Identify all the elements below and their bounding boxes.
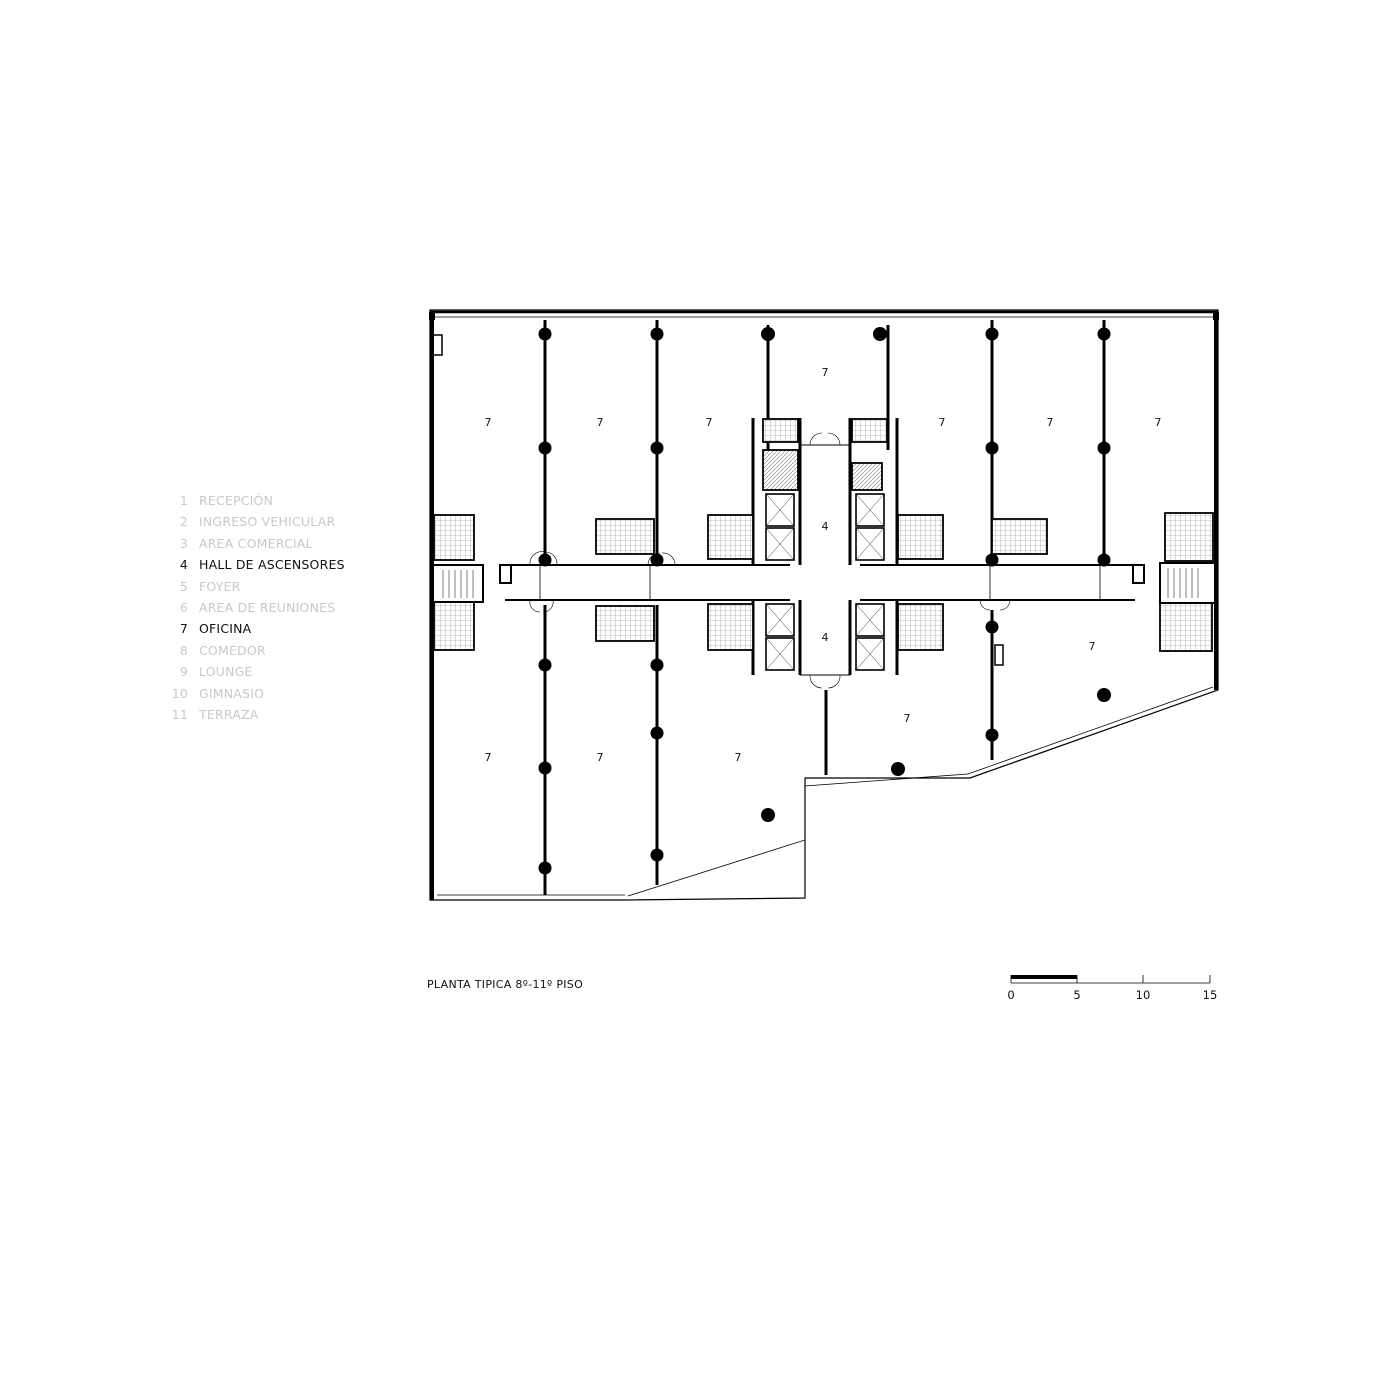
legend-number: 1	[179, 493, 188, 508]
office-label: 7	[939, 416, 946, 429]
legend-label: RECEPCIÓN	[199, 493, 274, 508]
scale-bar	[1010, 975, 1211, 984]
legend-label: GIMNASIO	[199, 685, 265, 701]
elevators	[765, 493, 885, 671]
legend-item: 10 GIMNASIO	[170, 683, 345, 704]
elevator-hall-label: 4	[822, 631, 829, 644]
legend-number: 7	[179, 621, 188, 637]
legend-label: COMEDOR	[199, 642, 266, 658]
scale-label-5: 5	[1073, 988, 1081, 1002]
legend-label: AREA DE REUNIONES	[199, 599, 336, 615]
scale-label-15: 15	[1202, 988, 1218, 1002]
corridor	[505, 551, 1135, 613]
legend-item: 2 INGRESO VEHICULAR	[170, 511, 345, 532]
legend-item: 11 TERRAZA	[170, 704, 345, 725]
legend-item: 8 COMEDOR	[170, 640, 345, 661]
office-label: 7	[485, 751, 492, 764]
legend-label: HALL DE ASCENSORES	[199, 557, 345, 573]
legend-item: 5 FOYER	[170, 576, 345, 597]
columns	[538, 327, 1111, 875]
legend-item: 1 RECEPCIÓN	[170, 490, 345, 511]
legend-number: 8	[179, 642, 188, 658]
legend: 1 RECEPCIÓN 2 INGRESO VEHICULAR 3 AREA COMERC…	[170, 490, 345, 725]
legend-number: 3	[179, 535, 188, 551]
plan-title: PLANTA TIPICA 8º-11º PISO	[427, 978, 584, 991]
legend-label: LOUNGE	[199, 664, 253, 680]
legend-number: 6	[179, 599, 188, 615]
office-label: 7	[1155, 416, 1162, 429]
legend-label: AREA COMERCIAL	[199, 535, 313, 551]
legend-item: 4 HALL DE ASCENSORES	[170, 554, 345, 575]
office-label: 7	[1089, 640, 1096, 653]
legend-item: 6 AREA DE REUNIONES	[170, 597, 345, 618]
legend-label: INGRESO VEHICULAR	[199, 514, 336, 530]
office-label: 7	[904, 712, 911, 725]
stairs	[432, 334, 1216, 666]
legend-number: 2	[179, 514, 188, 530]
legend-number: 10	[171, 685, 188, 701]
office-label: 7	[706, 416, 713, 429]
legend-label: TERRAZA	[199, 706, 259, 722]
legend-label: OFICINA	[199, 621, 252, 637]
scale-label-0: 0	[1007, 988, 1015, 1002]
legend-number: 9	[179, 664, 188, 680]
office-label: 7	[1047, 416, 1054, 429]
office-label: 7	[735, 751, 742, 764]
legend-item: 7 OFICINA	[170, 618, 345, 639]
legend-item: 3 AREA COMERCIAL	[170, 533, 345, 554]
room-labels: 7 7 7 7 7 7 7 7 7 7 7 7 4 4	[485, 366, 1162, 764]
office-label: 7	[597, 751, 604, 764]
office-label: 7	[485, 416, 492, 429]
restrooms	[433, 418, 1214, 652]
legend-number: 11	[171, 706, 188, 722]
legend-number: 4	[179, 557, 188, 573]
legend-item: 9 LOUNGE	[170, 661, 345, 682]
office-label: 7	[597, 416, 604, 429]
elevator-hall-label: 4	[822, 520, 829, 533]
office-label: 7	[822, 366, 829, 379]
building-outline	[429, 309, 1219, 901]
scale-label-10: 10	[1135, 988, 1151, 1002]
legend-number: 5	[179, 578, 188, 594]
legend-label: FOYER	[199, 578, 241, 594]
